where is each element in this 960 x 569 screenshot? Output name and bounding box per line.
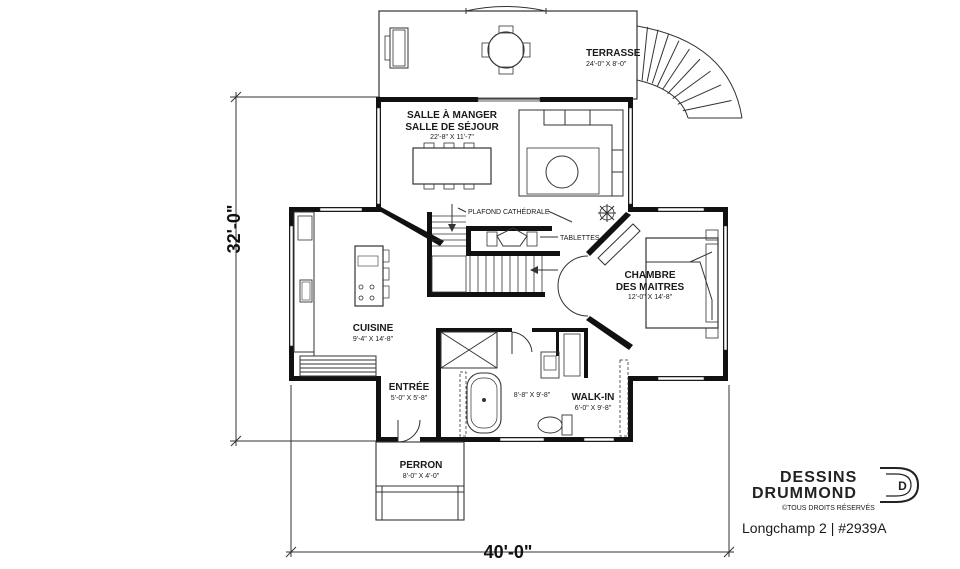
- stair-landing: [431, 255, 467, 293]
- room-dims-chambre: 12'-0" X 14'-8": [628, 294, 673, 301]
- dimension-depth: 32'-0": [224, 205, 244, 254]
- annotation-tablettes: TABLETTES: [560, 235, 600, 242]
- room-dims-perron: 8'-0" X 4'-0": [403, 473, 440, 480]
- walkin-shelves: [459, 333, 629, 437]
- room-name-walkin: WALK-IN: [572, 392, 615, 403]
- kitchen-counters: [293, 211, 377, 377]
- brand-logo-letter: D: [898, 479, 908, 493]
- brand-rights: ©TOUS DROITS RÉSERVÉS: [782, 503, 875, 512]
- kitchen-island: [354, 245, 390, 307]
- shower: [440, 331, 498, 369]
- brand-logo-icon: D: [880, 467, 920, 503]
- room-dims-terrasse: 24'-0" X 8'-0": [586, 61, 627, 68]
- doors: [397, 255, 589, 443]
- room-name-salle-manger: SALLE À MANGER: [407, 108, 498, 121]
- dimension-lines: [230, 91, 735, 558]
- master-bed: [645, 229, 719, 339]
- brand-line2: DRUMMOND: [752, 485, 857, 502]
- room-dims-entree: 5'-0" X 5'-8": [391, 395, 428, 402]
- room-name-terrasse: TERRASSE: [586, 48, 641, 59]
- toilet: [537, 414, 573, 436]
- fireplace: [486, 227, 538, 247]
- bathtub: [466, 372, 502, 434]
- annotation-plafond: PLAFOND CATHÉDRALE: [468, 207, 550, 216]
- stair-arrows: [448, 204, 558, 274]
- room-dims-walkin: 6'-0" X 9'-8": [575, 405, 612, 412]
- plant-icon: [598, 204, 616, 222]
- sectional-sofa: [518, 109, 624, 197]
- room-name-salle-sejour: SALLE DE SÉJOUR: [405, 120, 499, 133]
- room-name-chambre: CHAMBRE: [624, 270, 675, 281]
- room-name-maitres: DES MAITRES: [616, 282, 685, 293]
- room-name-perron: PERRON: [400, 460, 443, 471]
- room-name-entree: ENTRÉE: [389, 380, 430, 393]
- room-name-cuisine: CUISINE: [353, 323, 394, 334]
- dresser: [597, 223, 641, 266]
- dimension-width: 40'-0": [484, 542, 533, 562]
- room-dims-salle-bain: 8'-8" X 9'-8": [514, 392, 551, 399]
- windows: [289, 107, 728, 442]
- brand-line1: DESSINS: [780, 469, 857, 486]
- perron-porch: [375, 441, 465, 521]
- dining-table: [412, 142, 492, 190]
- plan-title: Longchamp 2 | #2939A: [742, 520, 887, 536]
- room-dims-cuisine: 9'-4" X 14'-8": [353, 336, 394, 343]
- curved-stairs: [636, 25, 743, 119]
- room-dims-salle: 22'-8" X 11'-7": [430, 134, 474, 141]
- vanity: [540, 351, 560, 379]
- stairs: [431, 215, 543, 293]
